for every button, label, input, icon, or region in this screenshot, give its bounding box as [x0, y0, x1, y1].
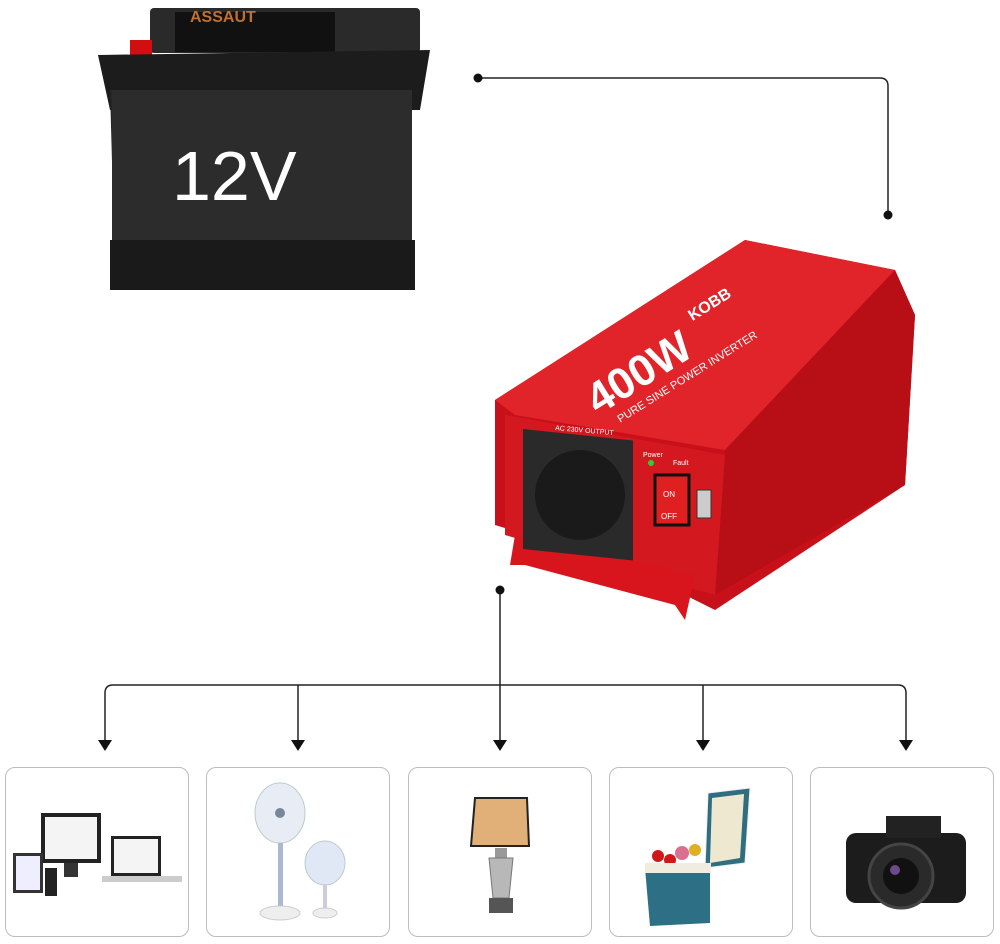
switch-off-label: OFF	[661, 512, 677, 521]
computers-icon	[13, 813, 182, 896]
fans-icon	[254, 782, 346, 921]
device-box-computers	[5, 767, 189, 937]
arrow-head-icon	[696, 740, 710, 751]
battery-brand: ASSAUT	[190, 9, 256, 26]
arrow-head-icon	[899, 740, 913, 751]
device-box-camera	[810, 767, 994, 937]
arrow-head-icon	[291, 740, 305, 751]
lamp-icon	[469, 797, 531, 913]
inverter-image: ON OFF Power Fault AC 230V OUTPUT 400W P…	[495, 240, 915, 620]
device-box-lamp	[408, 767, 592, 937]
arrow-head-icon	[493, 740, 507, 751]
power-led-label: Power	[643, 452, 664, 459]
switch-on-label: ON	[663, 490, 675, 499]
device-box-cooler	[609, 767, 793, 937]
fault-led-label: Fault	[673, 460, 689, 467]
connector-dot	[883, 210, 893, 220]
cooler-icon	[645, 787, 751, 926]
battery-voltage-label: 12V	[172, 137, 297, 215]
distribution-line	[104, 684, 907, 740]
connector-dot	[495, 585, 505, 595]
battery-image: ASSAUT 12V	[98, 8, 430, 290]
camera-icon	[846, 816, 966, 910]
battery-to-inverter-line	[478, 77, 889, 215]
device-box-fans	[206, 767, 390, 937]
arrow-head-icon	[98, 740, 112, 751]
connector-dot	[473, 73, 483, 83]
